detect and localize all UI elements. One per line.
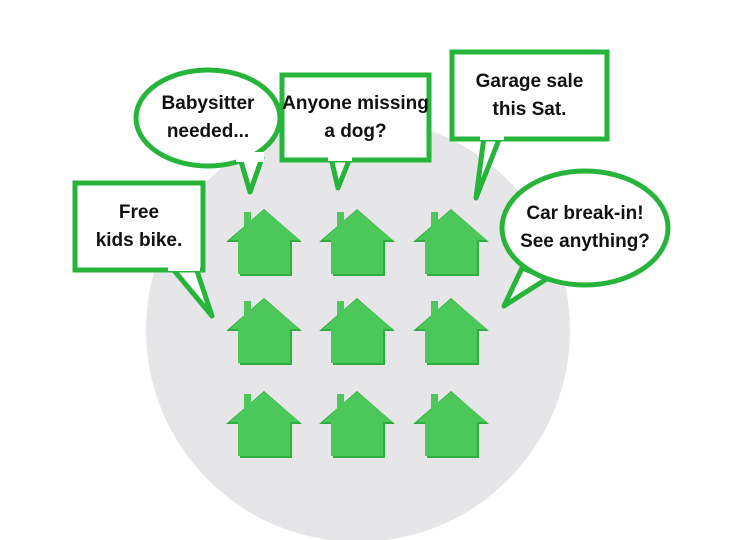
speech-bubble-car bbox=[499, 168, 671, 309]
house-icon bbox=[226, 391, 302, 458]
house-icon bbox=[413, 298, 489, 365]
house-icon bbox=[413, 209, 489, 276]
house-icon bbox=[226, 298, 302, 365]
house-icon bbox=[319, 298, 395, 365]
house-icon bbox=[319, 209, 395, 276]
garage-text: Garage sale this Sat. bbox=[475, 71, 584, 120]
house-icon bbox=[319, 391, 395, 458]
houses-grid bbox=[226, 209, 489, 458]
house-icon bbox=[413, 391, 489, 458]
dog-text: Anyone missing a dog? bbox=[282, 93, 429, 142]
house-icon bbox=[226, 209, 302, 276]
bike-text: Free kids bike. bbox=[95, 202, 183, 251]
speech-bubble-dog bbox=[279, 72, 432, 191]
speech-bubble-garage bbox=[449, 49, 610, 201]
car-text: Car break-in! See anything? bbox=[520, 203, 650, 252]
babysitter-text: Babysitter needed... bbox=[161, 93, 255, 142]
speech-bubble-babysitter bbox=[133, 67, 283, 195]
speech-bubble-bike bbox=[72, 180, 215, 319]
